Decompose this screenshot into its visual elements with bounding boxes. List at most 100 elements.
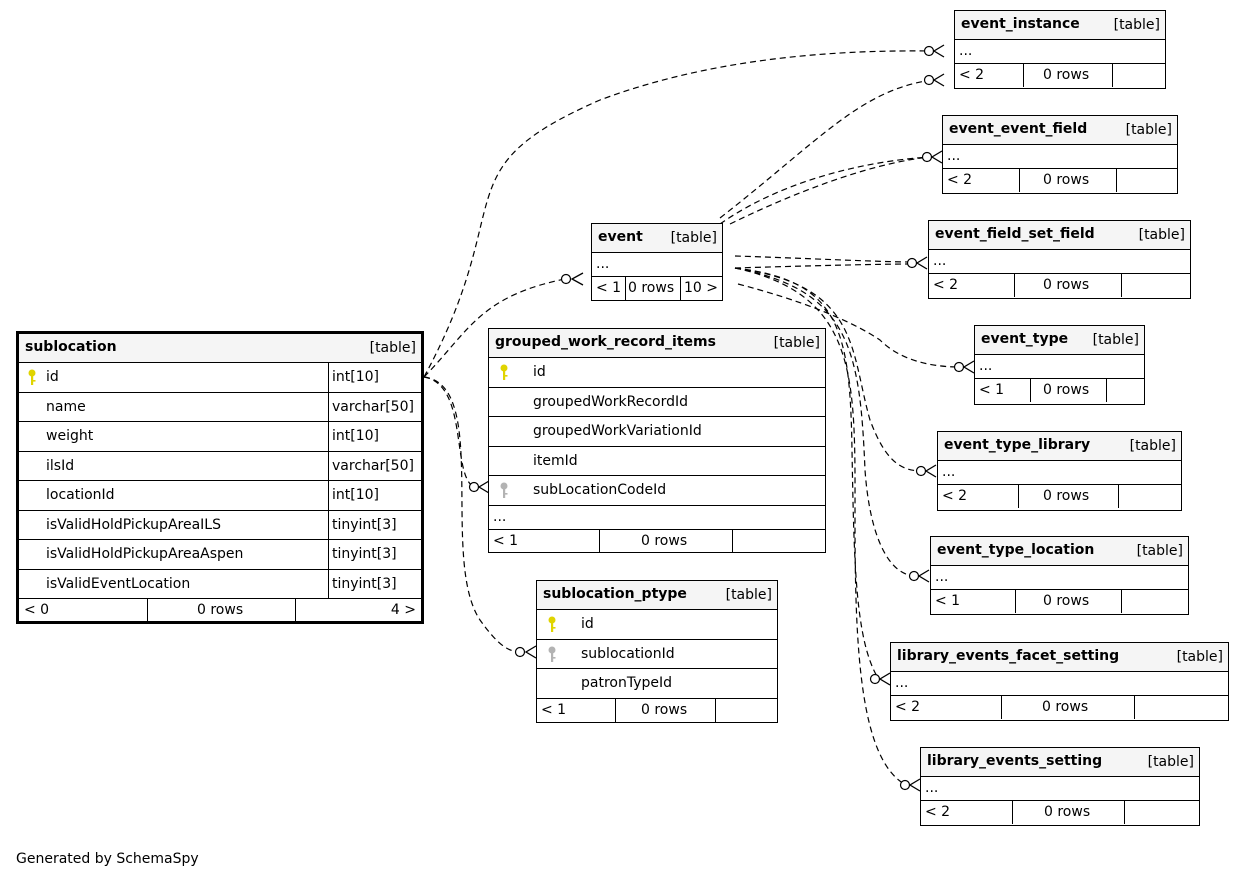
table-type: [table] bbox=[1138, 227, 1185, 243]
footer-divider bbox=[1121, 590, 1122, 613]
table-footer: < 2 0 rows bbox=[943, 169, 1177, 192]
table-footer: < 2 0 rows bbox=[921, 801, 1199, 824]
parents-count[interactable]: < 0 bbox=[24, 602, 50, 618]
parents-count[interactable]: < 1 bbox=[935, 593, 961, 609]
ellipsis-text: ... bbox=[493, 508, 507, 525]
column-row[interactable]: patronTypeId bbox=[537, 669, 777, 699]
parents-count[interactable]: < 1 bbox=[979, 382, 1005, 398]
table-sublocation-ptype[interactable]: sublocation_ptype [table] id sublocation… bbox=[536, 580, 778, 723]
edge-end-circle bbox=[906, 257, 918, 269]
row-count: 0 rows bbox=[1043, 488, 1090, 504]
column-row[interactable]: isValidHoldPickupAreaAspen tinyint[3] bbox=[19, 540, 421, 570]
table-name: event_type_location bbox=[937, 542, 1095, 558]
children-count[interactable]: 10 > bbox=[684, 280, 718, 296]
more-columns-ellipsis[interactable]: ... bbox=[489, 506, 825, 530]
column-row[interactable]: isValidEventLocation tinyint[3] bbox=[19, 569, 421, 599]
parents-count[interactable]: < 2 bbox=[933, 277, 959, 293]
footer-divider bbox=[1116, 169, 1117, 192]
table-sublocation[interactable]: sublocation [table] id int[10] name varc… bbox=[16, 331, 424, 624]
table-name: library_events_setting bbox=[927, 753, 1103, 769]
column-name: subLocationCodeId bbox=[533, 482, 667, 498]
footer-divider bbox=[295, 599, 296, 622]
row-count: 0 rows bbox=[1043, 67, 1090, 83]
table-footer: < 1 0 rows bbox=[931, 590, 1188, 613]
column-row[interactable]: id bbox=[537, 610, 777, 640]
parents-count[interactable]: < 1 bbox=[541, 701, 567, 718]
footer-divider bbox=[1015, 590, 1016, 613]
column-row[interactable]: ilsId varchar[50] bbox=[19, 451, 421, 481]
more-columns-ellipsis[interactable]: ... bbox=[938, 461, 1181, 485]
edge-end-circle bbox=[560, 273, 572, 285]
column-row[interactable]: name varchar[50] bbox=[19, 392, 421, 422]
column-row[interactable]: sublocationId bbox=[537, 640, 777, 669]
column-row[interactable]: id bbox=[489, 358, 825, 388]
footer-divider bbox=[1030, 379, 1031, 402]
parents-count[interactable]: < 2 bbox=[925, 804, 951, 820]
table-footer: < 0 0 rows 4 > bbox=[19, 599, 421, 622]
column-row[interactable]: groupedWorkRecordId bbox=[489, 388, 825, 417]
footer-divider bbox=[1012, 801, 1013, 824]
column-type: int[10] bbox=[332, 487, 379, 503]
more-columns-ellipsis[interactable]: ... bbox=[943, 145, 1177, 169]
column-row[interactable]: subLocationCodeId bbox=[489, 476, 825, 506]
footer-divider bbox=[1018, 485, 1019, 508]
footer-divider bbox=[1124, 801, 1125, 824]
column-row[interactable]: isValidHoldPickupAreaILS tinyint[3] bbox=[19, 510, 421, 540]
table-type: [table] bbox=[1113, 17, 1160, 33]
edge-event-les bbox=[734, 267, 907, 786]
column-row[interactable]: itemId bbox=[489, 447, 825, 476]
table-type: [table] bbox=[369, 340, 416, 356]
table-header: event_field_set_field [table] bbox=[929, 221, 1190, 250]
table-library-events-facet-setting[interactable]: library_events_facet_setting [table] ...… bbox=[890, 642, 1229, 721]
parents-count[interactable]: < 2 bbox=[895, 699, 921, 715]
table-header: event_event_field [table] bbox=[943, 116, 1177, 145]
column-name: patronTypeId bbox=[581, 675, 673, 691]
table-footer: < 1 0 rows 10 > bbox=[592, 277, 722, 300]
parents-count[interactable]: < 2 bbox=[947, 172, 973, 188]
table-grouped-work-record-items[interactable]: grouped_work_record_items [table] id gro… bbox=[488, 328, 826, 553]
more-columns-ellipsis[interactable]: ... bbox=[891, 672, 1228, 696]
column-row[interactable]: weight int[10] bbox=[19, 422, 421, 452]
column-name: isValidHoldPickupAreaILS bbox=[46, 516, 221, 533]
row-count: 0 rows bbox=[1044, 804, 1091, 820]
column-row[interactable]: locationId int[10] bbox=[19, 481, 421, 511]
column-row[interactable]: groupedWorkVariationId bbox=[489, 417, 825, 447]
more-columns-ellipsis[interactable]: ... bbox=[929, 250, 1190, 274]
more-columns-ellipsis[interactable]: ... bbox=[975, 355, 1144, 379]
table-header: library_events_facet_setting [table] bbox=[891, 643, 1228, 672]
column-divider bbox=[328, 481, 329, 510]
foreign-key-icon bbox=[499, 482, 511, 500]
edge-end-circle bbox=[468, 481, 480, 493]
table-event-type-library[interactable]: event_type_library [table] ... < 2 0 row… bbox=[937, 431, 1182, 511]
column-name: ilsId bbox=[46, 457, 75, 474]
footer-divider bbox=[1118, 485, 1119, 508]
table-event[interactable]: event [table] ... < 1 0 rows 10 > bbox=[591, 223, 723, 301]
more-columns-ellipsis[interactable]: ... bbox=[592, 253, 722, 277]
ellipsis-text: ... bbox=[947, 148, 961, 164]
more-columns-ellipsis[interactable]: ... bbox=[921, 777, 1199, 801]
edge-event-event-instance bbox=[719, 79, 933, 219]
more-columns-ellipsis[interactable]: ... bbox=[931, 566, 1188, 590]
table-header: grouped_work_record_items [table] bbox=[489, 329, 825, 358]
edge-end-circle bbox=[899, 779, 911, 791]
table-event-type[interactable]: event_type [table] ... < 1 0 rows bbox=[974, 325, 1145, 405]
table-header: event_type_location [table] bbox=[931, 537, 1188, 566]
table-event-instance[interactable]: event_instance [table] ... < 2 0 rows bbox=[954, 10, 1166, 89]
table-event-field-set-field[interactable]: event_field_set_field [table] ... < 2 0 … bbox=[928, 220, 1191, 299]
table-event-type-location[interactable]: event_type_location [table] ... < 1 0 ro… bbox=[930, 536, 1189, 615]
footer-divider bbox=[1112, 64, 1113, 87]
parents-count[interactable]: < 1 bbox=[493, 532, 519, 549]
table-event-event-field[interactable]: event_event_field [table] ... < 2 0 rows bbox=[942, 115, 1178, 194]
parents-count[interactable]: < 1 bbox=[596, 280, 622, 296]
parents-count[interactable]: < 2 bbox=[942, 488, 968, 504]
column-name: name bbox=[46, 398, 86, 415]
footer-divider bbox=[147, 599, 148, 622]
column-row[interactable]: id int[10] bbox=[19, 363, 421, 393]
edge-end-circle bbox=[953, 361, 965, 373]
parents-count[interactable]: < 2 bbox=[959, 67, 985, 83]
children-count[interactable]: 4 > bbox=[390, 602, 416, 618]
table-name: event_type_library bbox=[944, 437, 1091, 453]
table-library-events-setting[interactable]: library_events_setting [table] ... < 2 0… bbox=[920, 747, 1200, 826]
more-columns-ellipsis[interactable]: ... bbox=[955, 40, 1165, 64]
ellipsis-text: ... bbox=[942, 464, 956, 480]
